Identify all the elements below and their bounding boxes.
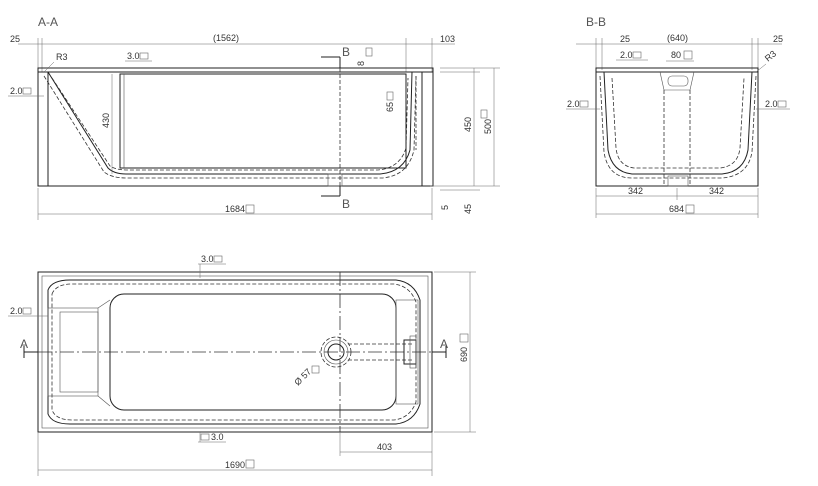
aa-dim-65: 65 — [385, 102, 395, 112]
section-a-a-title: A-A — [38, 15, 58, 29]
plan-drain-label: Ø 57 — [292, 367, 313, 388]
aa-dim-1684: 1684 — [225, 204, 245, 214]
bb-basin-profile — [603, 71, 753, 175]
plan-dim-403: 403 — [377, 442, 392, 452]
bb-r3-label: R3 — [763, 48, 778, 63]
aa-r3-label: R3 — [56, 52, 68, 62]
aa-dim-1562: (1562) — [213, 33, 239, 43]
bb-dim-25-right: 25 — [773, 34, 783, 44]
aa-dim-25: 25 — [10, 34, 20, 44]
bb-wall-2-top: 2.0 — [620, 50, 633, 60]
aa-inner-frame — [119, 73, 407, 169]
aa-outer-shell — [37, 67, 434, 187]
bb-dim-342-left: 342 — [628, 186, 643, 196]
section-a-a: A-A 25 (1562) 103 R3 3.0 2.0 — [8, 15, 500, 220]
aa-dim-103: 103 — [440, 34, 455, 44]
aa-dim-450: 450 — [463, 117, 473, 132]
aa-dim-430: 430 — [101, 113, 111, 128]
bb-wall-2-left: 2.0 — [567, 99, 580, 109]
aa-dim-500: 500 — [483, 119, 493, 134]
bb-dim-342-right: 342 — [709, 186, 724, 196]
plan-wall-2: 2.0 — [10, 306, 23, 316]
section-b-b-title: B-B — [586, 15, 606, 29]
plan-basin-outline — [47, 279, 421, 425]
aa-wall-2: 2.0 — [10, 86, 23, 96]
aa-dim-45: 45 — [463, 204, 473, 214]
plan-dim-1690: 1690 — [225, 460, 245, 470]
section-b-b: B-B 25 (640) 25 2.0 80 2.0 2.0 R3 — [566, 15, 790, 218]
aa-cut-b-bottom: B — [342, 197, 350, 211]
plan-view: 3.0 2.0 A A Ø 57 690 3.0 403 16 — [8, 254, 476, 476]
bb-dim-684: 684 — [669, 204, 684, 214]
plan-drain — [327, 343, 345, 361]
bb-dim-80: 80 — [671, 50, 681, 60]
bb-dim-640: (640) — [667, 33, 688, 43]
plan-cut-a-right: A — [440, 337, 448, 351]
aa-wall-3: 3.0 — [127, 51, 140, 61]
plan-dim-690: 690 — [459, 347, 469, 362]
aa-cut-b-top: B — [342, 45, 350, 59]
bb-wall-2-right: 2.0 — [765, 99, 778, 109]
plan-cut-a-left: A — [20, 337, 28, 351]
aa-dim-5: 5 — [440, 205, 450, 210]
plan-wall-3-top: 3.0 — [201, 254, 214, 264]
bb-dim-25-left: 25 — [620, 34, 630, 44]
plan-wall-3-bottom: 3.0 — [211, 432, 224, 442]
aa-dim-8: 8 — [356, 61, 366, 66]
